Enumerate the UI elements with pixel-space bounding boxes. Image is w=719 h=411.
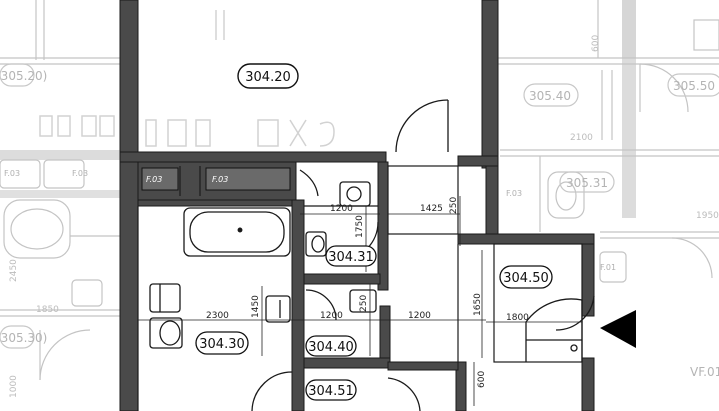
room-label-304-50: 304.50 <box>503 271 549 286</box>
dim-1200-mid: 1200 <box>320 311 343 321</box>
dim-2300: 2300 <box>206 311 229 321</box>
room-label-304-51: 304.51 <box>308 384 354 399</box>
fixtures <box>149 181 583 362</box>
ghost-tag-f01-right: F.01 <box>600 263 616 272</box>
ghost-room-305-31: 305.31 <box>566 176 608 190</box>
dim-1800: 1800 <box>506 313 529 323</box>
shower-50 <box>525 298 583 362</box>
door-corridor <box>387 377 421 411</box>
dim-600: 600 <box>477 371 487 388</box>
ghost-dim-2100: 2100 <box>570 133 593 143</box>
door-304-30 <box>251 371 293 411</box>
dim-250-mid: 250 <box>359 295 369 312</box>
ghost-room-305-30: (305.30) <box>0 331 47 345</box>
washer-31 <box>339 181 371 207</box>
room-label-304-40: 304.40 <box>308 340 354 355</box>
dim-1200-top: 1200 <box>330 204 353 214</box>
ghost-dim-600: 600 <box>591 35 601 52</box>
sink-40 <box>349 289 377 313</box>
ghost-room-305-20: (305.20) <box>0 69 47 83</box>
ghost-layer <box>0 0 719 381</box>
ghost-tag-f03-left-a: F.03 <box>72 169 88 178</box>
ghost-dim-1950: 1950 <box>696 211 719 221</box>
ghost-dim-2450: 2450 <box>9 259 19 282</box>
ghost-tag-vf01: VF.01 <box>690 365 719 379</box>
sink-30 <box>265 295 291 323</box>
toilet-31 <box>305 231 327 257</box>
room-label-304-31: 304.31 <box>328 250 374 265</box>
ghost-dim-1850: 1850 <box>36 305 59 315</box>
triangle-left-icon <box>600 310 636 348</box>
shaft-tags: F.03 F.03 <box>141 166 291 196</box>
dim-1425: 1425 <box>420 204 443 214</box>
dim-1450: 1450 <box>251 295 261 318</box>
door-304-50 <box>555 295 595 331</box>
room-label-304-30: 304.30 <box>199 337 245 352</box>
ghost-dim-1000: 1000 <box>9 375 19 398</box>
dim-1200-right: 1200 <box>408 311 431 321</box>
ghost-tag-f03-left-b: F.03 <box>4 169 20 178</box>
dimension-labels: 1200 1750 1425 250 2300 1450 1200 250 12… <box>206 197 529 388</box>
shaft-label-left: F.03 <box>146 175 162 184</box>
dim-1650: 1650 <box>473 293 483 316</box>
toilet-lower <box>149 317 183 349</box>
ghost-room-305-50: 305.50 <box>673 79 715 93</box>
walls <box>119 0 595 411</box>
ghost-lettering <box>39 10 335 147</box>
shaft-label-right: F.03 <box>212 175 228 184</box>
door-304-20 <box>395 99 449 153</box>
dimension-lines <box>138 196 582 406</box>
room-label-304-20: 304.20 <box>245 70 291 85</box>
doors <box>251 99 595 411</box>
bathtub <box>183 207 291 257</box>
toilet-upper <box>149 283 181 313</box>
dim-250-top: 250 <box>449 197 459 214</box>
ghost-room-305-40: 305.40 <box>529 89 571 103</box>
ghost-labels: (305.20) (305.30) 305.40 305.50 305.31 V… <box>0 35 719 398</box>
ghost-tag-f03-right: F.03 <box>506 189 522 198</box>
room-labels: 304.20 304.31 304.30 304.40 304.50 304.5… <box>195 63 553 401</box>
dim-1750: 1750 <box>355 215 365 238</box>
door-304-40 <box>305 289 337 321</box>
